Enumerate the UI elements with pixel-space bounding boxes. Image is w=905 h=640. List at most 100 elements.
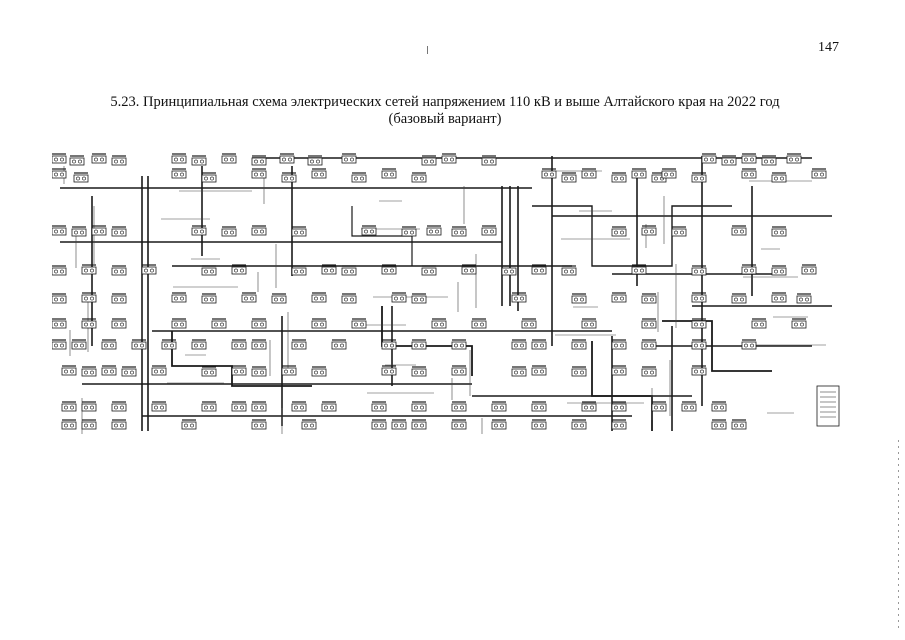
substation-symbol [571,419,587,430]
substation-symbol [771,265,787,276]
substation-symbol [411,366,427,377]
substation-symbol [251,366,267,377]
substation-symbol [741,153,757,164]
substation-symbol [81,264,97,275]
substation-symbol [101,365,117,376]
substation-symbol [201,366,217,377]
substation-blocks [52,153,840,430]
substation-symbol [291,226,307,237]
substation-symbol [251,155,267,166]
substation-symbol [171,292,187,303]
substation-symbol [81,292,97,303]
substation-symbol [771,172,787,183]
substation-symbol [461,264,477,275]
substation-symbol [731,419,747,430]
substation-symbol [641,318,657,329]
substation-symbol [52,265,67,276]
substation-symbol [351,318,367,329]
substation-symbol [221,226,237,237]
substation-symbol [81,401,97,412]
substation-symbol [531,401,547,412]
substation-symbol [641,366,657,377]
substation-symbol [411,293,427,304]
substation-symbol [451,339,467,350]
substation-symbol [741,339,757,350]
substation-symbol [561,172,577,183]
substation-symbol [691,365,707,376]
substation-symbol [426,225,442,236]
substation-symbol [731,225,747,236]
page-title: 5.23. Принципиальная схема электрических… [80,94,810,128]
substation-symbol [61,401,77,412]
substation-symbol [691,172,707,183]
substation-symbol [421,155,437,166]
substation-symbol [451,401,467,412]
substation-symbol [581,318,597,329]
substation-symbol [251,168,267,179]
substation-symbol [311,168,327,179]
power-line-route [532,205,732,267]
substation-symbol [711,401,727,412]
substation-symbol [201,265,217,276]
substation-symbol [381,339,397,350]
substation-symbol [411,339,427,350]
power-line-route [591,341,653,431]
power-line-route [351,206,413,266]
scan-mark [427,46,428,54]
power-line-route [662,320,772,372]
substation-symbol [411,172,427,183]
substation-symbol [641,293,657,304]
substation-symbol [201,293,217,304]
substation-symbol [52,293,67,304]
substation-symbol [291,401,307,412]
substation-symbol [191,339,207,350]
substation-symbol [391,292,407,303]
title-line-1: 5.23. Принципиальная схема электрических… [110,94,780,110]
substation-symbol [52,318,67,329]
substation-symbol [52,225,67,236]
substation-symbol [471,318,487,329]
substation-symbol [321,401,337,412]
substation-symbol [661,168,677,179]
substation-symbol [171,153,187,164]
substation-symbol [711,419,727,430]
substation-symbol [361,225,377,236]
substation-symbol [641,339,657,350]
substation-symbol [451,226,467,237]
substation-symbol [52,168,67,179]
substation-symbol [211,318,227,329]
substation-symbol [351,172,367,183]
substation-symbol [301,419,317,430]
substation-symbol [811,168,827,179]
substation-symbol [741,264,757,275]
substation-symbol [786,153,802,164]
substation-symbol [491,401,507,412]
substation-symbol [531,419,547,430]
substation-symbol [691,339,707,350]
electrical-network-diagram [52,153,840,434]
substation-symbol [491,419,507,430]
substation-symbol [741,168,757,179]
substation-symbol [201,401,217,412]
substation-symbol [311,366,327,377]
substation-symbol [71,339,87,350]
substation-symbol [307,155,323,166]
substation-symbol [201,172,217,183]
substation-symbol [611,339,627,350]
substation-symbol [81,419,97,430]
substation-symbol [381,168,397,179]
substation-symbol [611,401,627,412]
substation-symbol [191,225,207,236]
substation-symbol [481,225,497,236]
substation-symbol [451,419,467,430]
substation-symbol [401,226,417,237]
substation-symbol [441,153,457,164]
substation-symbol [111,265,127,276]
substation-symbol [52,339,67,350]
substation-symbol [101,339,117,350]
substation-symbol [131,339,147,350]
scan-edge-marks [898,440,899,630]
legend-box [816,385,840,427]
substation-symbol [121,366,137,377]
substation-symbol [271,293,287,304]
